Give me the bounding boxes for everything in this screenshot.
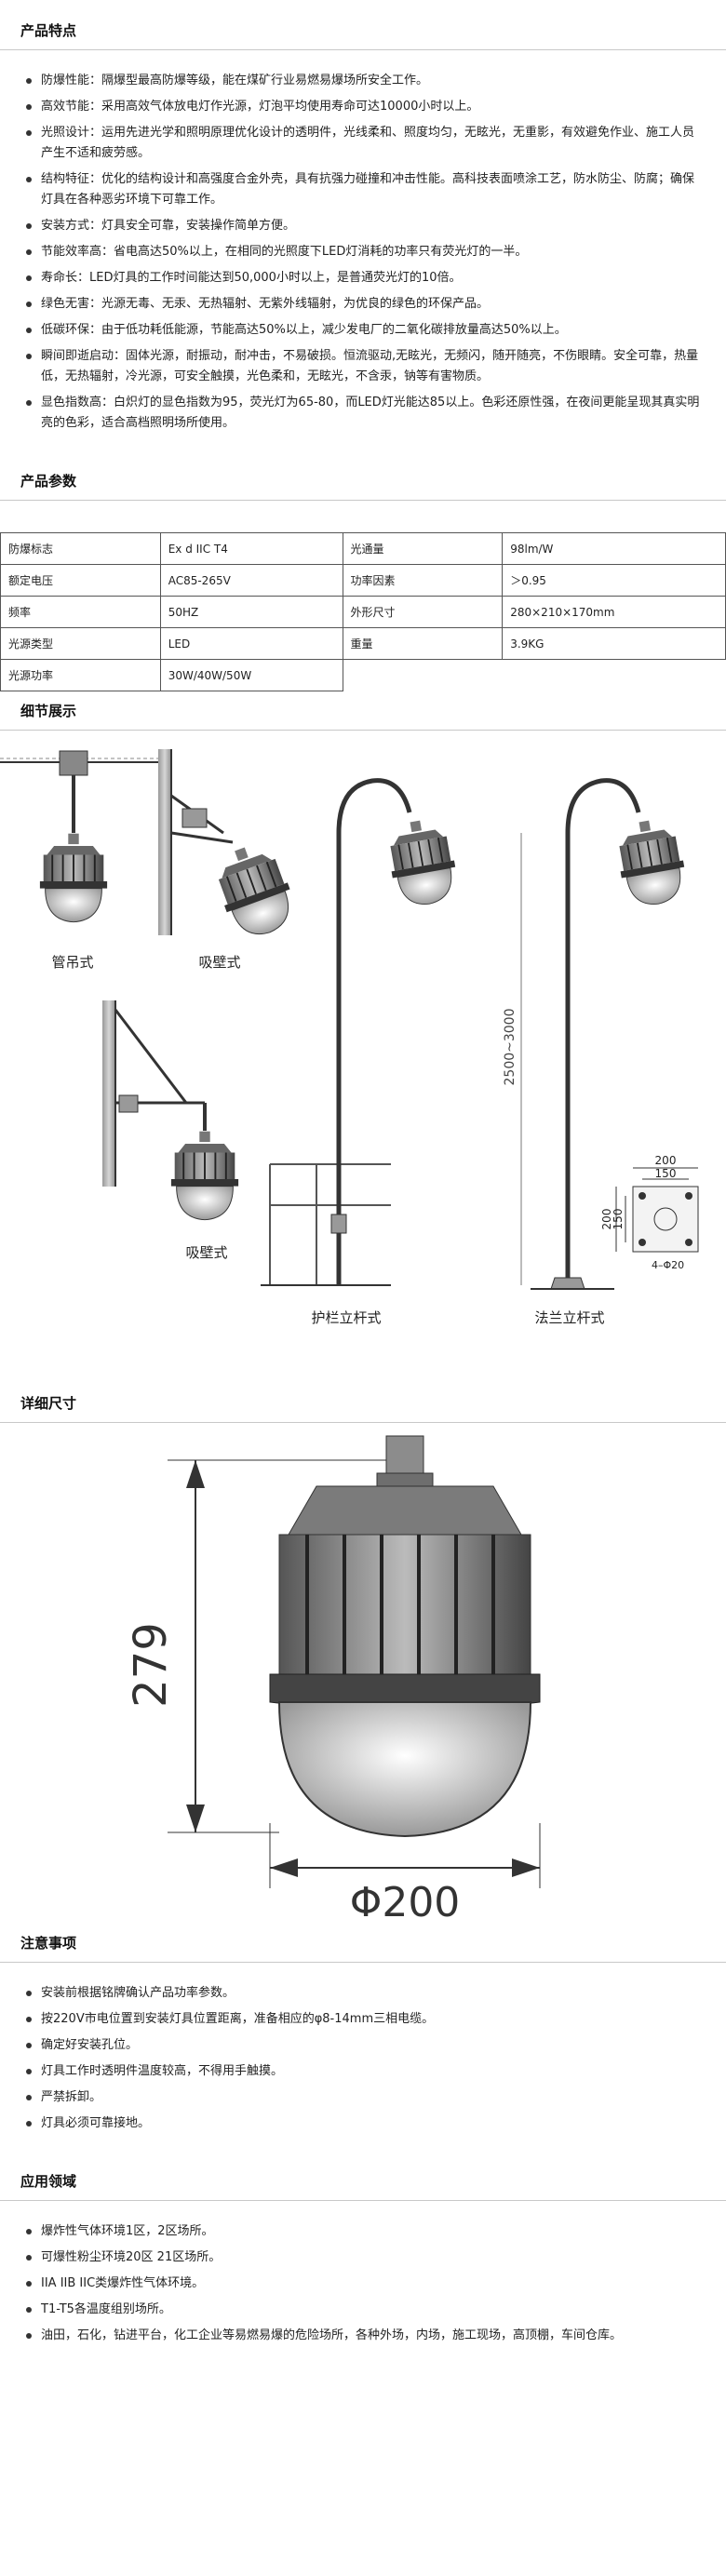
features-title: 产品特点 <box>20 22 77 39</box>
param-label: 额定电压 <box>0 564 161 597</box>
section-divider <box>0 730 726 731</box>
note-item: 安装前根据铭牌确认产品功率参数。 <box>20 1983 706 2004</box>
feature-item: 光照设计：运用先进光学和照明原理优化设计的透明件，光线柔和、照度均匀，无眩光，无… <box>20 123 706 164</box>
table-row: 光源功率 30W/40W/50W <box>0 659 726 691</box>
table-row: 额定电压 AC85-265V 功率因素 ＞0.95 <box>0 564 726 597</box>
feature-item: 结构特征：优化的结构设计和高强度合金外壳，具有抗强力碰撞和冲击性能。高科技表面喷… <box>20 169 706 210</box>
application-item: 油田，石化，钻进平台，化工企业等易燃易爆的危险场所，各种外场，内场，施工现场，高… <box>20 2326 706 2346</box>
param-value: 280×210×170mm <box>502 596 726 628</box>
feature-item: 节能效率高：省电高达50%以上，在相同的光照度下LED灯消耗的功率只有荧光灯的一… <box>20 242 706 262</box>
param-label: 外形尺寸 <box>342 596 504 628</box>
notes-title: 注意事项 <box>20 1935 77 1952</box>
application-item: T1-T5各温度组别场所。 <box>20 2300 706 2320</box>
param-label: 光源类型 <box>0 627 161 660</box>
label-flange: 法兰立杆式 <box>534 1309 604 1326</box>
guardrail-pole-mount: 护栏立杆式 <box>261 778 463 1326</box>
table-row: 频率 50HZ 外形尺寸 280×210×170mm <box>0 596 726 628</box>
param-label: 频率 <box>0 596 161 628</box>
param-value: AC85-265V <box>159 564 343 597</box>
param-value: LED <box>159 627 343 660</box>
dimension-illustration: 279 Φ200 <box>125 1435 541 1926</box>
label-height: 2500~3000 <box>503 1009 518 1086</box>
mounting-diagram: 管吊式 吸壁式 吸壁式 <box>0 731 726 1393</box>
label-dim-200v: 200 <box>600 1209 613 1230</box>
empty-cell <box>343 660 503 691</box>
application-item: IIA IIB IIC类爆炸性气体环境。 <box>20 2274 706 2294</box>
param-value: 98lm/W <box>502 532 726 565</box>
label-dim-hole: 4–Φ20 <box>652 1259 684 1271</box>
section-divider <box>0 1962 726 1963</box>
feature-item: 显色指数高：白炽灯的显色指数为95，荧光灯为65-80，而LED灯光能达85以上… <box>20 393 706 434</box>
applications-title: 应用领域 <box>20 2173 77 2190</box>
params-table: 防爆标志 Ex d IIC T4 光通量 98lm/W 额定电压 AC85-26… <box>0 532 726 691</box>
label-dim-150: 150 <box>655 1167 677 1180</box>
pendant-mount: 管吊式 <box>0 750 158 971</box>
dimensions-title: 详细尺寸 <box>20 1395 77 1412</box>
feature-item: 绿色无害：光源无毒、无汞、无热辐射、无紫外线辐射，为优良的绿色的环保产品。 <box>20 294 706 315</box>
label-wall2: 吸壁式 <box>185 1244 227 1261</box>
note-item: 灯具工作时透明件温度较高，不得用手触摸。 <box>20 2061 706 2082</box>
param-value: ＞0.95 <box>502 564 726 597</box>
lamp-body-drawing <box>269 1435 541 1838</box>
param-value: Ex d IIC T4 <box>159 532 343 565</box>
applications-list: 爆炸性气体环境1区，2区场所。 可爆性粉尘环境20区 21区场所。 IIA II… <box>0 2201 726 2346</box>
note-item: 灯具必须可靠接地。 <box>20 2113 706 2134</box>
label-dim-200: 200 <box>655 1154 677 1167</box>
param-value: 50HZ <box>159 596 343 628</box>
features-list: 防爆性能：隔爆型最高防爆等级，能在煤矿行业易燃易爆场所安全工作。 高效节能：采用… <box>0 50 726 434</box>
note-item: 确定好安装孔位。 <box>20 2035 706 2056</box>
table-row: 光源类型 LED 重量 3.9KG <box>0 627 726 660</box>
param-label: 光源功率 <box>0 659 161 691</box>
section-divider <box>0 1422 726 1423</box>
param-value: 30W/40W/50W <box>159 659 343 691</box>
dimension-drawing: 279 Φ200 <box>0 1423 726 1933</box>
feature-item: 防爆性能：隔爆型最高防爆等级，能在煤矿行业易燃易爆场所安全工作。 <box>20 71 706 91</box>
label-dim-150v: 150 <box>612 1209 625 1230</box>
params-title: 产品参数 <box>20 473 77 490</box>
details-title: 细节展示 <box>20 703 77 719</box>
note-item: 按220V市电位置到安装灯具位置距离，准备相应的φ8-14mm三相电缆。 <box>20 2009 706 2030</box>
label-width-200: Φ200 <box>350 1879 461 1926</box>
label-wall1: 吸壁式 <box>198 954 240 971</box>
param-label: 重量 <box>342 627 504 660</box>
feature-item: 低碳环保：由于低功耗低能源，节能高达50%以上，减少发电厂的二氧化碳排放量高达5… <box>20 320 706 341</box>
label-rail: 护栏立杆式 <box>311 1309 381 1326</box>
feature-item: 高效节能：采用高效气体放电灯作光源，灯泡平均使用寿命可达10000小时以上。 <box>20 97 706 117</box>
empty-cell <box>503 660 726 691</box>
notes-list: 安装前根据铭牌确认产品功率参数。 按220V市电位置到安装灯具位置距离，准备相应… <box>0 1963 726 2134</box>
wall-mount-2: 吸壁式 <box>102 1000 240 1261</box>
flange-plate-diagram: 200 150 200 150 4–Φ20 <box>600 1154 699 1271</box>
wall-mount-1: 吸壁式 <box>158 749 302 971</box>
param-label: 光通量 <box>342 532 504 565</box>
mounting-illustration: 管吊式 吸壁式 吸壁式 <box>0 749 699 1326</box>
application-item: 爆炸性气体环境1区，2区场所。 <box>20 2221 706 2242</box>
feature-item: 瞬间即逝启动：固体光源，耐振动，耐冲击，不易破损。恒流驱动,无眩光，无频闪，随开… <box>20 346 706 387</box>
feature-item: 寿命长：LED灯具的工作时间能达到50,000小时以上，是普通荧光灯的10倍。 <box>20 268 706 288</box>
section-divider <box>0 49 726 50</box>
table-row: 防爆标志 Ex d IIC T4 光通量 98lm/W <box>0 532 726 565</box>
flange-pole-mount: 法兰立杆式 <box>531 778 692 1326</box>
label-height-279: 279 <box>125 1622 177 1708</box>
param-value: 3.9KG <box>502 627 726 660</box>
section-divider <box>0 500 726 501</box>
application-item: 可爆性粉尘环境20区 21区场所。 <box>20 2247 706 2268</box>
note-item: 严禁拆卸。 <box>20 2087 706 2108</box>
param-label: 防爆标志 <box>0 532 161 565</box>
label-pendant: 管吊式 <box>51 954 93 971</box>
param-label: 功率因素 <box>342 564 504 597</box>
feature-item: 安装方式：灯具安全可靠，安装操作简单方便。 <box>20 216 706 236</box>
height-dimension: 2500~3000 <box>503 833 522 1285</box>
section-divider <box>0 2200 726 2201</box>
